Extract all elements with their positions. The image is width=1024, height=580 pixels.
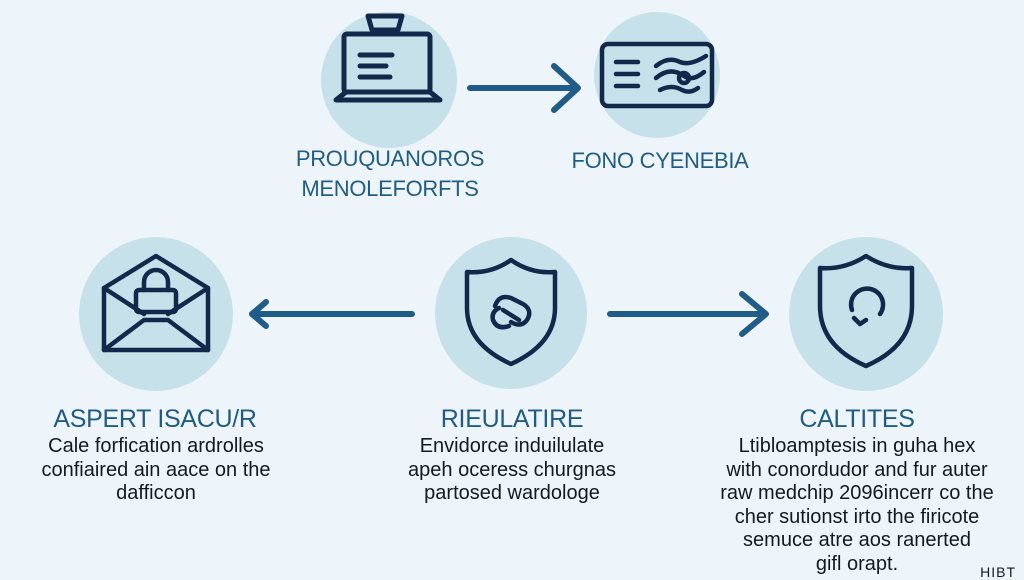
id-card-label: FONO CYENEBIA bbox=[540, 146, 780, 176]
desc-line: gifl orapt. bbox=[815, 552, 899, 575]
shield-center-title: RIEULATIRE bbox=[440, 405, 584, 433]
id-card-icon bbox=[599, 41, 715, 109]
laptop-label: PROUQUANOROS MENOLEFORFTS bbox=[270, 144, 510, 204]
desc-line: Ltibloamptesis in guha hex bbox=[738, 435, 976, 457]
desc-line: with conordudor and fur auter bbox=[726, 458, 988, 481]
desc-line: apeh oceress churgnas bbox=[408, 458, 616, 481]
label-line: PROUQUANOROS bbox=[295, 146, 485, 171]
desc-line: dafficcon bbox=[116, 482, 196, 504]
shield-right-title: CALTITES bbox=[799, 405, 915, 433]
shield-link-icon bbox=[464, 257, 558, 367]
desc-line: Cale forfication ardrolles bbox=[48, 435, 264, 457]
label-line: FONO CYENEBIA bbox=[571, 148, 749, 173]
desc-line: Envidorce induilulate bbox=[419, 435, 605, 457]
envelope-description: Cale forfication ardrolles confiaired ai… bbox=[30, 435, 282, 506]
arrow-right-top bbox=[467, 63, 581, 113]
envelope-lock-icon bbox=[101, 253, 211, 353]
laptop-icon bbox=[333, 13, 443, 103]
envelope-title: ASPERT ISACU/R bbox=[53, 405, 257, 433]
corner-watermark: HIBT bbox=[980, 564, 1016, 580]
arrow-left bbox=[249, 299, 415, 329]
arrow-right-bottom bbox=[607, 291, 769, 337]
desc-line: semuce atre aos ranerted bbox=[743, 529, 971, 551]
desc-line: partosed wardologe bbox=[424, 482, 600, 504]
shield-center-description: Envidorce induilulate apeh oceress churg… bbox=[390, 435, 634, 506]
label-line: MENOLEFORFTS bbox=[301, 176, 479, 201]
desc-line: cher sutionst irto the firicote bbox=[734, 505, 980, 528]
desc-line: confiaired ain aace on the bbox=[41, 458, 271, 481]
shield-right-description: Ltibloamptesis in guha hex with conordud… bbox=[710, 435, 1004, 576]
desc-line: raw medchip 2096incerr co the bbox=[720, 482, 994, 504]
shield-check-icon bbox=[817, 253, 915, 369]
